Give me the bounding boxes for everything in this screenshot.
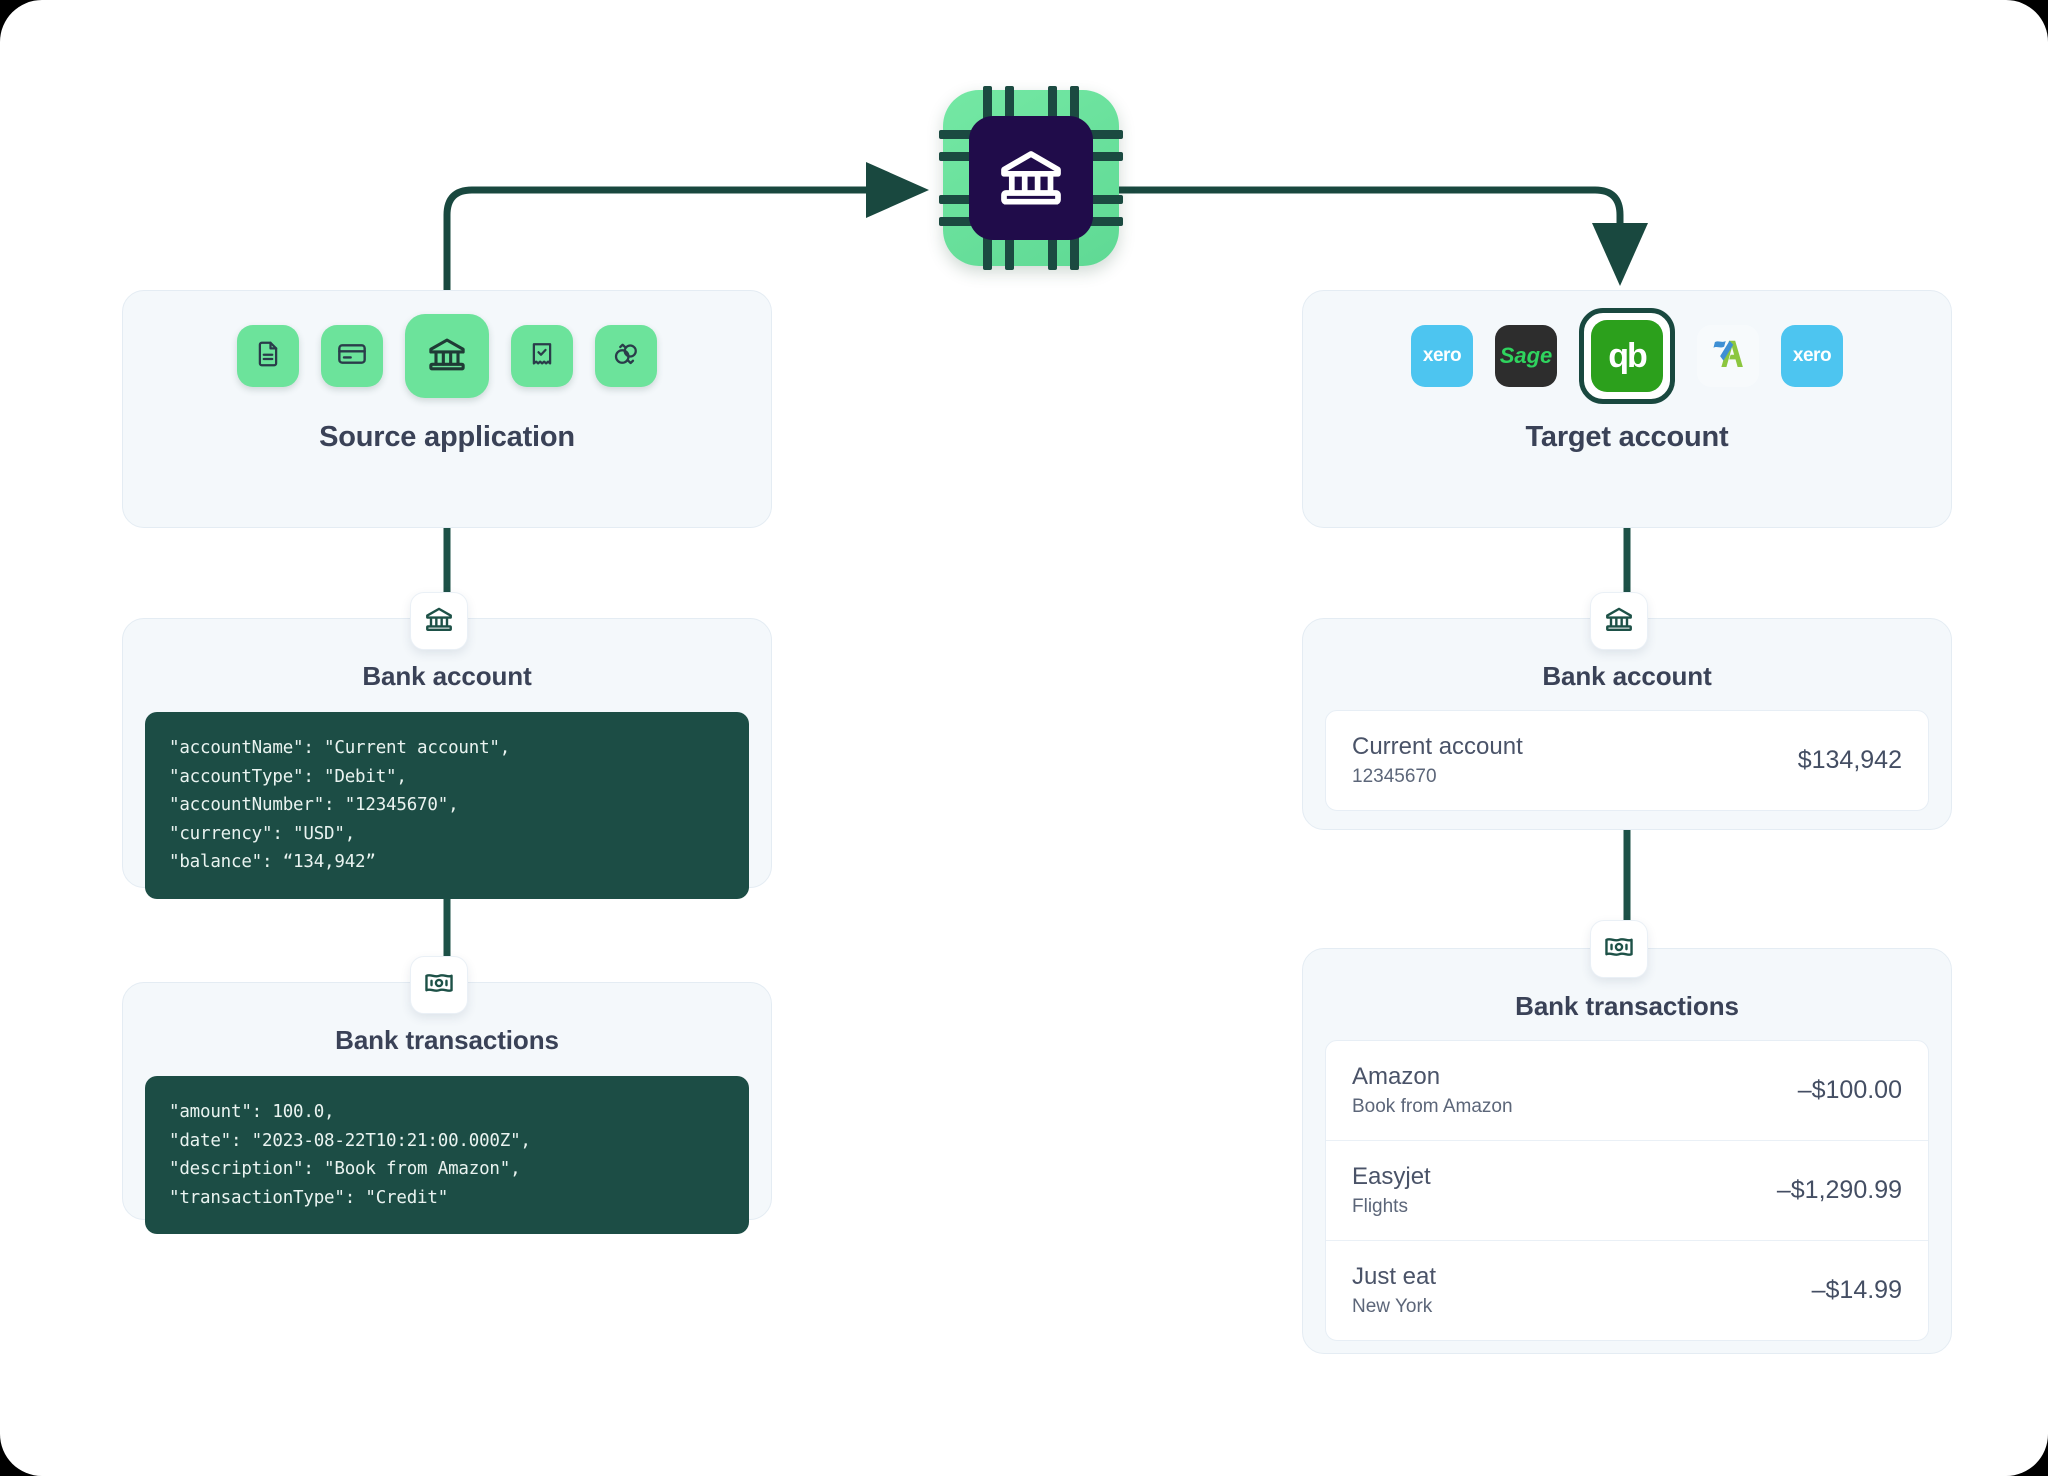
source-bank-transactions-title: Bank transactions xyxy=(335,1025,559,1055)
target-bank-account-card: Bank account Current account 12345670 $1… xyxy=(1302,618,1952,830)
logo-tile-quickbooks-selected[interactable]: qb xyxy=(1579,308,1675,404)
quickbooks-logo-label: qb xyxy=(1608,336,1648,375)
target-account-panel: xero Sage qb xero xyxy=(1302,290,1952,528)
receipt-check-icon xyxy=(527,339,557,374)
transaction-amount: –$100.00 xyxy=(1797,1076,1902,1104)
app-tile-refresh[interactable] xyxy=(595,325,657,387)
source-app-list xyxy=(123,291,771,421)
badge-source-bank-transactions xyxy=(410,956,468,1014)
freeagent-icon xyxy=(1707,333,1749,380)
table-row[interactable]: Just eat New York –$14.99 xyxy=(1326,1240,1928,1340)
logo-tile-xero-1[interactable]: xero xyxy=(1411,325,1473,387)
app-tile-document[interactable] xyxy=(237,325,299,387)
transaction-name: Easyjet xyxy=(1352,1163,1431,1190)
account-balance: $134,942 xyxy=(1797,746,1902,774)
banknote-icon xyxy=(1603,931,1635,968)
xero-logo-label-2: xero xyxy=(1792,345,1832,366)
chip-core xyxy=(969,116,1093,240)
badge-source-bank-account xyxy=(410,592,468,650)
badge-target-bank-account xyxy=(1590,592,1648,650)
transaction-description: Flights xyxy=(1352,1196,1408,1217)
table-row[interactable]: Current account 12345670 $134,942 xyxy=(1326,711,1928,810)
target-bank-transactions-title: Bank transactions xyxy=(1515,991,1739,1021)
transaction-description: New York xyxy=(1352,1296,1433,1317)
document-icon xyxy=(253,339,283,374)
target-bank-account-title: Bank account xyxy=(1542,661,1712,691)
credit-card-icon xyxy=(336,338,368,375)
banknote-icon xyxy=(423,967,455,1004)
target-logo-list: xero Sage qb xero xyxy=(1303,291,1951,421)
logo-tile-sage[interactable]: Sage xyxy=(1495,325,1557,387)
source-bank-account-title: Bank account xyxy=(362,661,532,691)
app-tile-credit-card[interactable] xyxy=(321,325,383,387)
quickbooks-logo: qb xyxy=(1591,320,1663,392)
source-bank-transactions-code: "amount": 100.0, "date": "2023-08-22T10:… xyxy=(145,1076,749,1234)
refresh-circle-icon xyxy=(611,339,641,374)
app-tile-bank[interactable] xyxy=(405,314,489,398)
transaction-amount: –$1,290.99 xyxy=(1776,1176,1902,1204)
target-bank-account-list: Current account 12345670 $134,942 xyxy=(1325,710,1929,811)
account-number: 12345670 xyxy=(1352,766,1437,787)
bank-icon xyxy=(1603,603,1635,640)
account-name: Current account xyxy=(1352,733,1523,760)
transaction-name: Amazon xyxy=(1352,1063,1441,1090)
bank-chip-icon xyxy=(939,86,1123,270)
xero-logo-label: xero xyxy=(1422,345,1462,366)
source-panel-title: Source application xyxy=(319,421,575,453)
bank-icon xyxy=(423,603,455,640)
source-bank-account-code: "accountName": "Current account", "accou… xyxy=(145,712,749,899)
transaction-name: Just eat xyxy=(1352,1263,1437,1290)
table-row[interactable]: Amazon Book from Amazon –$100.00 xyxy=(1326,1041,1928,1140)
bank-icon xyxy=(425,332,469,381)
app-tile-receipt[interactable] xyxy=(511,325,573,387)
source-application-panel: Source application xyxy=(122,290,772,528)
transaction-amount: –$14.99 xyxy=(1811,1276,1902,1304)
badge-target-bank-transactions xyxy=(1590,920,1648,978)
transaction-description: Book from Amazon xyxy=(1352,1096,1513,1117)
logo-tile-xero-2[interactable]: xero xyxy=(1781,325,1843,387)
target-bank-transactions-card: Bank transactions Amazon Book from Amazo… xyxy=(1302,948,1952,1354)
target-bank-transactions-list: Amazon Book from Amazon –$100.00 Easyjet… xyxy=(1325,1040,1929,1341)
table-row[interactable]: Easyjet Flights –$1,290.99 xyxy=(1326,1140,1928,1240)
source-bank-account-card: Bank account "accountName": "Current acc… xyxy=(122,618,772,899)
source-bank-transactions-card: Bank transactions "amount": 100.0, "date… xyxy=(122,982,772,1234)
logo-tile-freeagent[interactable] xyxy=(1697,325,1759,387)
sage-logo-label: Sage xyxy=(1499,343,1553,368)
target-panel-title: Target account xyxy=(1525,421,1729,453)
